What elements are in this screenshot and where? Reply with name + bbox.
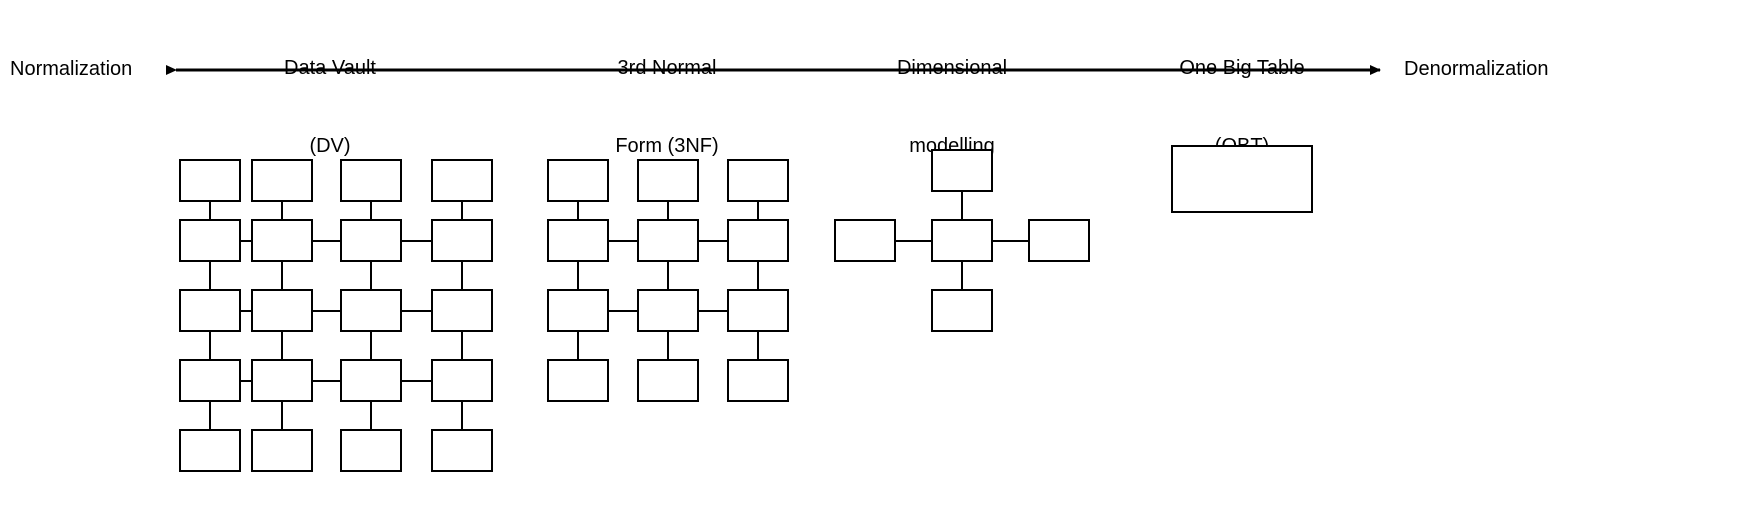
dv-connector-vertical bbox=[209, 332, 211, 359]
dv-connector-vertical bbox=[461, 402, 463, 429]
nf3-table-box bbox=[727, 159, 789, 202]
dv-table-box bbox=[340, 289, 402, 332]
dim-fact-box bbox=[931, 219, 993, 262]
dv-connector-horizontal bbox=[313, 379, 340, 382]
nf3-table-box bbox=[637, 219, 699, 262]
dv-connector-horizontal bbox=[402, 379, 431, 382]
dv-table-box bbox=[340, 219, 402, 262]
dim-dimension-box bbox=[931, 149, 993, 192]
dv-connector-vertical bbox=[209, 202, 211, 219]
dv-table-box bbox=[251, 219, 313, 262]
dv-table-box bbox=[179, 159, 241, 202]
nf3-table-box bbox=[637, 359, 699, 402]
axis-label-denormalization: Denormalization bbox=[1404, 58, 1549, 80]
dv-connector-horizontal bbox=[313, 309, 340, 312]
dv-connector-vertical bbox=[370, 262, 372, 289]
dv-table-box bbox=[340, 429, 402, 472]
dv-table-box bbox=[431, 289, 493, 332]
dv-connector-vertical bbox=[281, 202, 283, 219]
dv-connector-horizontal bbox=[241, 379, 251, 382]
nf3-table-box bbox=[727, 289, 789, 332]
dim-dimension-box bbox=[1028, 219, 1090, 262]
dv-connector-horizontal bbox=[313, 239, 340, 242]
nf3-connector-horizontal bbox=[699, 309, 727, 312]
nf3-connector-vertical bbox=[577, 202, 579, 219]
dv-table-box bbox=[179, 359, 241, 402]
nf3-table-box bbox=[547, 359, 609, 402]
dv-table-box bbox=[340, 159, 402, 202]
nf3-connector-horizontal bbox=[609, 309, 637, 312]
dv-connector-vertical bbox=[281, 402, 283, 429]
nf3-table-box bbox=[547, 159, 609, 202]
nf3-connector-vertical bbox=[757, 332, 759, 359]
nf3-connector-vertical bbox=[667, 202, 669, 219]
dv-table-box bbox=[340, 359, 402, 402]
dv-connector-horizontal bbox=[402, 239, 431, 242]
dv-connector-horizontal bbox=[241, 239, 251, 242]
nf3-table-box bbox=[637, 289, 699, 332]
dv-connector-vertical bbox=[281, 262, 283, 289]
category-label-line2: (DV) bbox=[309, 135, 351, 157]
dv-connector-vertical bbox=[461, 202, 463, 219]
nf3-table-box bbox=[727, 359, 789, 402]
dim-dimension-box bbox=[834, 219, 896, 262]
nf3-connector-vertical bbox=[577, 262, 579, 289]
dv-connector-vertical bbox=[461, 332, 463, 359]
axis-label-normalization: Normalization bbox=[10, 58, 133, 80]
dv-table-box bbox=[431, 219, 493, 262]
dim-connector-vertical bbox=[961, 192, 963, 219]
dim-connector-vertical bbox=[961, 262, 963, 289]
dv-connector-horizontal bbox=[402, 309, 431, 312]
dim-connector-horizontal bbox=[896, 239, 931, 242]
nf3-connector-vertical bbox=[667, 262, 669, 289]
dim-connector-horizontal bbox=[993, 239, 1028, 242]
dv-connector-vertical bbox=[370, 202, 372, 219]
nf3-table-box bbox=[637, 159, 699, 202]
dv-connector-vertical bbox=[281, 332, 283, 359]
dv-table-box bbox=[431, 359, 493, 402]
dv-table-box bbox=[431, 159, 493, 202]
dv-connector-vertical bbox=[461, 262, 463, 289]
category-label-line2: Form (3NF) bbox=[615, 135, 719, 157]
nf3-connector-horizontal bbox=[609, 239, 637, 242]
dv-table-box bbox=[179, 429, 241, 472]
nf3-table-box bbox=[547, 289, 609, 332]
dv-table-box bbox=[251, 159, 313, 202]
dv-connector-horizontal bbox=[241, 309, 251, 312]
dv-table-box bbox=[431, 429, 493, 472]
nf3-table-box bbox=[727, 219, 789, 262]
obt-table-box bbox=[1171, 145, 1313, 213]
nf3-connector-vertical bbox=[757, 262, 759, 289]
nf3-connector-horizontal bbox=[699, 239, 727, 242]
dv-table-box bbox=[179, 219, 241, 262]
nf3-connector-vertical bbox=[667, 332, 669, 359]
dv-connector-vertical bbox=[209, 262, 211, 289]
dim-dimension-box bbox=[931, 289, 993, 332]
dv-connector-vertical bbox=[209, 402, 211, 429]
dv-connector-vertical bbox=[370, 402, 372, 429]
nf3-connector-vertical bbox=[757, 202, 759, 219]
dv-table-box bbox=[251, 359, 313, 402]
nf3-table-box bbox=[547, 219, 609, 262]
dv-table-box bbox=[251, 289, 313, 332]
dv-table-box bbox=[251, 429, 313, 472]
dv-connector-vertical bbox=[370, 332, 372, 359]
dv-table-box bbox=[179, 289, 241, 332]
nf3-connector-vertical bbox=[577, 332, 579, 359]
